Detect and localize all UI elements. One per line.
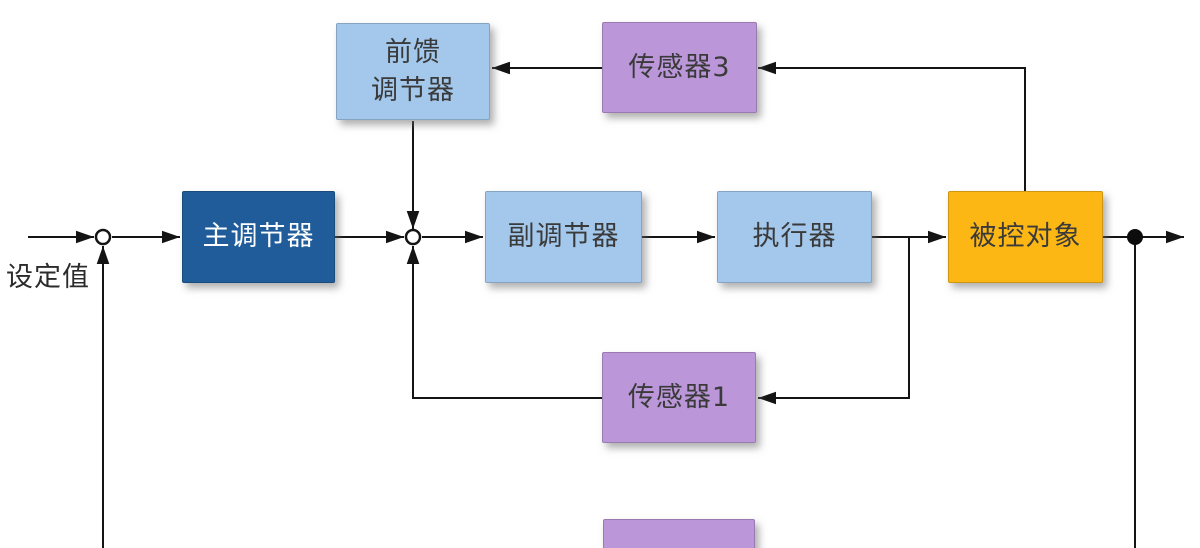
setpoint-label: 设定值 bbox=[6, 262, 90, 293]
node-plant: 被控对象 bbox=[948, 191, 1103, 283]
node-sensor1-label: 传感器1 bbox=[627, 381, 731, 413]
node-secondary-controller: 副调节器 bbox=[485, 191, 642, 283]
node-actuator: 执行器 bbox=[717, 191, 872, 283]
node-sensor3: 传感器3 bbox=[602, 22, 757, 113]
node-sensor3-label: 传感器3 bbox=[628, 51, 731, 83]
node-sensor-partial bbox=[603, 519, 755, 548]
wire-sensor1-to-junction2 bbox=[406, 246, 602, 399]
node-main-controller: 主调节器 bbox=[182, 191, 335, 283]
wire-plant-top-to-sensor3 bbox=[758, 61, 1026, 191]
summing-junction-2 bbox=[404, 228, 422, 246]
node-secondary-controller-label: 副调节器 bbox=[507, 221, 620, 253]
node-feedforward-controller-label: 前馈 调节器 bbox=[371, 36, 455, 106]
node-actuator-label: 执行器 bbox=[752, 221, 837, 253]
output-branch-dot bbox=[1127, 229, 1143, 245]
node-main-controller-label: 主调节器 bbox=[202, 221, 315, 253]
node-feedforward-controller: 前馈 调节器 bbox=[336, 23, 490, 120]
node-plant-label: 被控对象 bbox=[969, 221, 1082, 253]
node-sensor1: 传感器1 bbox=[602, 352, 756, 443]
wire-actuator-branch-to-sensor1 bbox=[758, 237, 910, 405]
summing-junction-1 bbox=[94, 228, 112, 246]
